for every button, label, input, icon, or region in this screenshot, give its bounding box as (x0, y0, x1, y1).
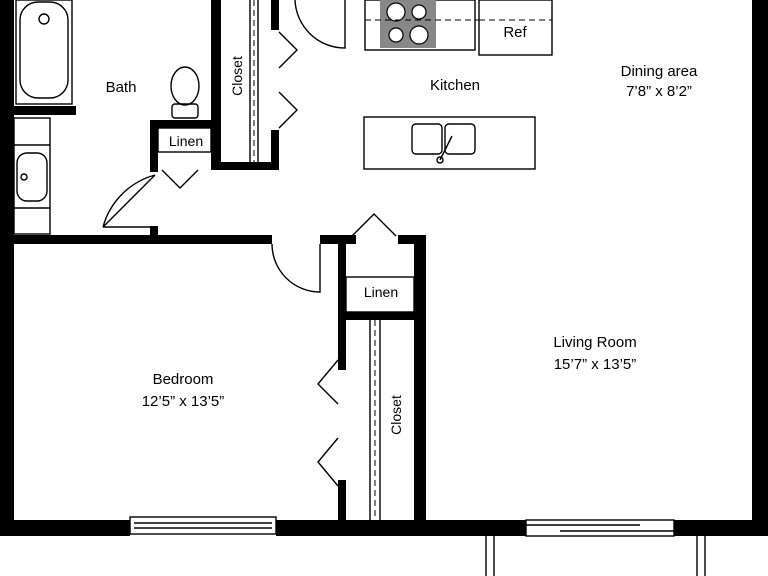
bath-vanity (13, 117, 51, 235)
left-wall (0, 0, 14, 536)
closet-lower: Closet (317, 320, 404, 520)
bath-label: Bath (106, 79, 137, 96)
toilet-tank (171, 103, 199, 119)
closet-lower-bifold-2 (317, 437, 339, 487)
refrigerator: Ref (478, 0, 553, 56)
burner-4 (409, 25, 429, 45)
kitchen-range (364, 0, 552, 51)
burner-2 (411, 4, 427, 20)
linen-lower-bottom-wall (338, 312, 426, 320)
closet-upper: Closet (229, 0, 298, 162)
bedroom-closet-wall-upper (338, 235, 346, 370)
linen-upper-top-wall (150, 120, 211, 128)
closet-lower-label: Closet (388, 395, 404, 435)
right-wall (752, 0, 768, 536)
closet-lower-bifold-1 (317, 359, 339, 405)
sink-basin-left (411, 123, 443, 155)
burner-3 (388, 27, 404, 43)
bathtub (15, 0, 73, 105)
toilet-bowl (170, 66, 200, 106)
closet-top-stub (398, 235, 426, 244)
sink-basin-right (444, 123, 476, 155)
kitchen-label: Kitchen (430, 77, 480, 94)
kitchen-island (363, 116, 536, 170)
bedroom-door-swing (271, 243, 321, 293)
living-room-size: 15’7” x 13’5” (554, 356, 637, 373)
entry-door-swing (294, 0, 346, 49)
linen-upper-label: Linen (169, 133, 203, 149)
refrigerator-label: Ref (503, 24, 527, 41)
closet-upper-right-wall-bottom (271, 130, 279, 170)
patio (485, 536, 706, 576)
closet-upper-label: Closet (229, 56, 245, 96)
linen-upper-left-wall (150, 120, 158, 172)
closet-upper-right-wall-top (271, 0, 279, 30)
closet-upper-left-wall (211, 0, 221, 170)
burner-1 (386, 2, 406, 22)
bedroom-label: Bedroom (153, 371, 214, 388)
tub-basin (19, 1, 69, 99)
closet-upper-bifold-1 (278, 31, 298, 69)
linen-lower: Linen (345, 213, 415, 313)
dining-area-size: 7’8” x 8’2” (626, 83, 692, 100)
linen-door-jamb (150, 226, 158, 244)
vanity-counter (13, 117, 51, 235)
dining-area-label: Dining area (621, 63, 698, 80)
closet-living-wall (414, 235, 426, 520)
sink-faucet (439, 135, 453, 161)
bedroom-size: 12’5” x 13’5” (142, 393, 225, 410)
tub-outline (15, 0, 73, 105)
bottom-wall-right (674, 520, 768, 536)
closet-upper-bifold-2 (278, 91, 298, 129)
living-room-label: Living Room (553, 334, 636, 351)
bath-bedroom-wall (14, 235, 272, 244)
exterior-walls (0, 0, 768, 536)
linen-upper-door (161, 169, 199, 189)
toilet (170, 66, 200, 119)
bottom-wall-mid (276, 520, 526, 536)
linen-lower-label: Linen (364, 284, 398, 300)
tub-drain (38, 13, 50, 25)
interior-walls (14, 0, 426, 520)
patio-slider (525, 519, 675, 537)
closet-upper-bottom-wall (211, 162, 279, 170)
bedroom-window (129, 516, 277, 535)
linen-lower-door (351, 213, 397, 237)
bedroom-closet-wall-lower (338, 480, 346, 520)
bath-door-swing (102, 174, 156, 228)
tub-wall (14, 106, 76, 115)
vanity-drain (20, 173, 28, 181)
bottom-wall-left (0, 520, 130, 536)
vanity-sink (16, 152, 48, 202)
doors (102, 0, 346, 293)
linen-upper: Linen (157, 127, 212, 189)
